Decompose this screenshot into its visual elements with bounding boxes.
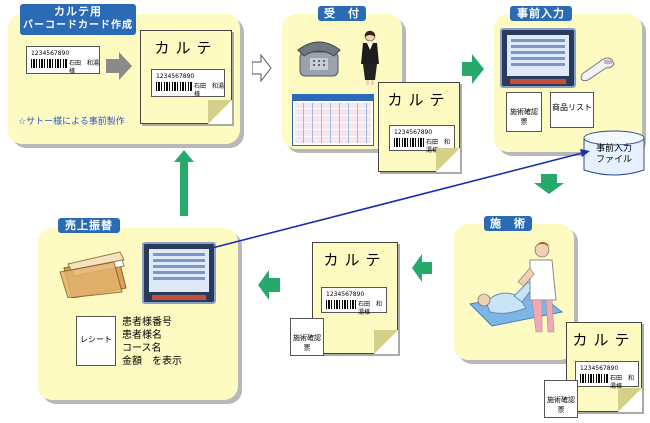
schedule-calendar-screen (292, 94, 374, 146)
card-note: ☆サトー様による事前製作 (18, 117, 125, 127)
receptionist-icon (361, 30, 379, 85)
arrow-down-green-icon (534, 174, 564, 194)
karte-doc-3: カルテ 1234567890 石田 和湯様 (566, 322, 642, 412)
karte-doc-1: カルテ 1234567890 石田 和湯様 (140, 30, 232, 124)
barcode-card: 1234567890 石田 和湯様 (26, 46, 100, 75)
barcode-card: 1234567890 石田 和湯様 (575, 361, 639, 390)
telephone-icon (297, 41, 341, 77)
barcode-card: 1234567890 石田 和湯様 (321, 287, 387, 316)
karte-doc-2: カルテ 1234567890 石田 和湯様 (378, 82, 460, 172)
patient-files-icon (59, 251, 127, 298)
receipt-doc: レシート (76, 316, 116, 366)
confirm-slip-1: 施術確認票 (506, 92, 542, 132)
barcode-card: 1234567890 石田 和湯様 (389, 125, 455, 154)
product-list-doc: 商品リスト (550, 92, 594, 128)
arrow-left-green-icon (412, 254, 432, 282)
info-line: コース名 (122, 343, 162, 354)
arrow-up-green-icon (174, 150, 194, 216)
title-card-creation: カルテ用 バーコードカード作成 (20, 4, 136, 35)
confirm-slip-2: 施術確認票 (544, 380, 578, 418)
info-line: 患者様名 (122, 330, 162, 341)
pos-terminal (500, 28, 576, 88)
arrow-right-green-icon (462, 54, 484, 84)
sales-info-list: 患者様番号 患者様名 コース名 金額 を表示 (122, 316, 182, 368)
title-sales-transfer: 売上振替 (58, 218, 120, 233)
arrow-right-gray-icon (106, 52, 132, 80)
info-line: 患者様番号 (122, 317, 172, 328)
title-treatment: 施 術 (484, 216, 532, 231)
karte-doc-4: カルテ 1234567890 石田 和湯様 (312, 242, 398, 354)
database-file-icon (583, 130, 645, 176)
title-reception: 受 付 (318, 6, 366, 21)
pos-terminal (142, 242, 216, 304)
info-line: 金額 を表示 (122, 356, 182, 367)
arrow-left-green-icon (258, 270, 280, 300)
treatment-illustration-icon (468, 242, 564, 333)
barcode-card: 1234567890 石田 和湯様 (151, 69, 225, 98)
title-pre-input: 事前入力 (510, 6, 572, 21)
pre-input-file-label: 事前入力 ファイル (595, 144, 632, 165)
barcode-scanner-icon (580, 57, 615, 82)
arrow-right-outline-icon (252, 54, 272, 82)
confirm-slip-3: 施術確認票 (290, 318, 324, 356)
